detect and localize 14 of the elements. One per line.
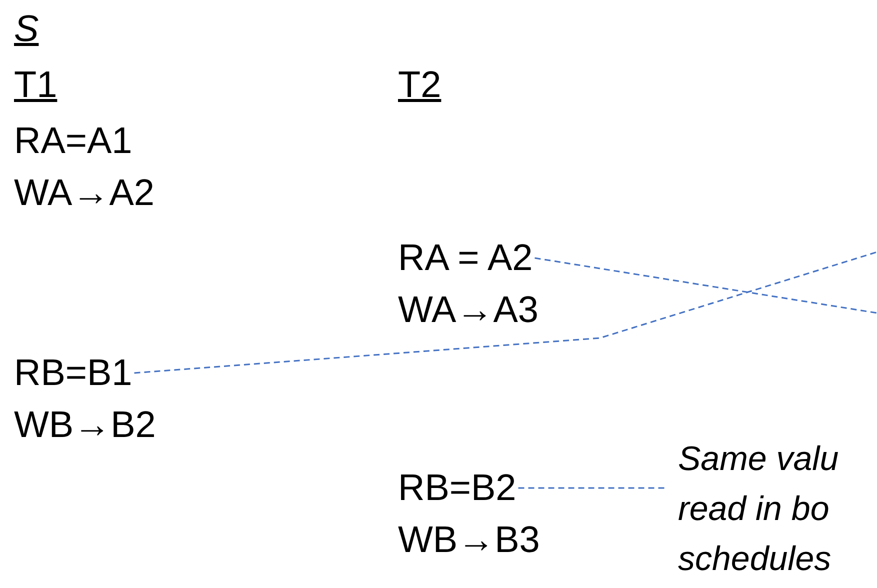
operation-text: RB=B2 xyxy=(398,467,516,509)
column-header: T1 xyxy=(14,64,58,106)
operation-text: RB=B1 xyxy=(14,352,132,394)
operation-text: RA = A2 xyxy=(398,237,533,279)
column-header: T2 xyxy=(398,64,442,106)
dashed-connector xyxy=(534,257,877,314)
schedule-label: S xyxy=(14,8,39,50)
operation-text: WA→A3 xyxy=(398,289,538,331)
dashed-connector xyxy=(134,251,877,374)
operation-text: WB→B3 xyxy=(398,519,540,561)
operation-text: WA→A2 xyxy=(14,172,154,214)
operation-text: RA=A1 xyxy=(14,120,132,162)
operation-text: WB→B2 xyxy=(14,404,156,446)
note-text: Same valu read in bo schedules xyxy=(678,439,840,580)
